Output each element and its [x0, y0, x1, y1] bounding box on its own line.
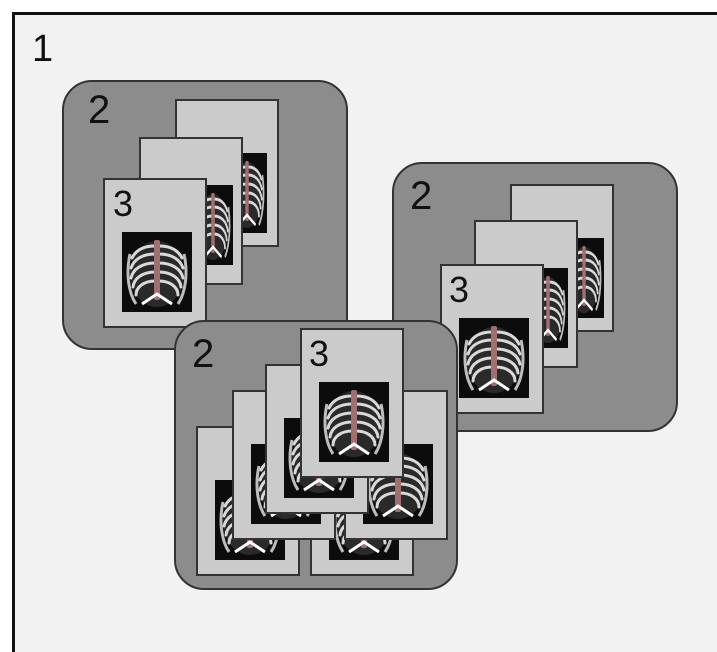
chest-xray-icon — [122, 232, 192, 312]
group-b-label: 2 — [410, 174, 433, 218]
level-1-label: 1 — [32, 28, 54, 70]
group-c-card-front: 3 — [300, 328, 404, 478]
group-b-card-label: 3 — [449, 269, 470, 310]
group-c-card-label: 3 — [309, 333, 330, 374]
diagram: 1 2 3 — [12, 12, 717, 652]
group-b-card-front: 3 — [440, 264, 544, 414]
chest-xray-icon — [459, 318, 529, 398]
group-a-card-label: 3 — [113, 183, 134, 224]
chest-xray-icon — [319, 382, 389, 462]
group-c-label: 2 — [192, 332, 215, 376]
group-a-label: 2 — [88, 88, 111, 132]
group-a-card-front: 3 — [103, 178, 207, 328]
